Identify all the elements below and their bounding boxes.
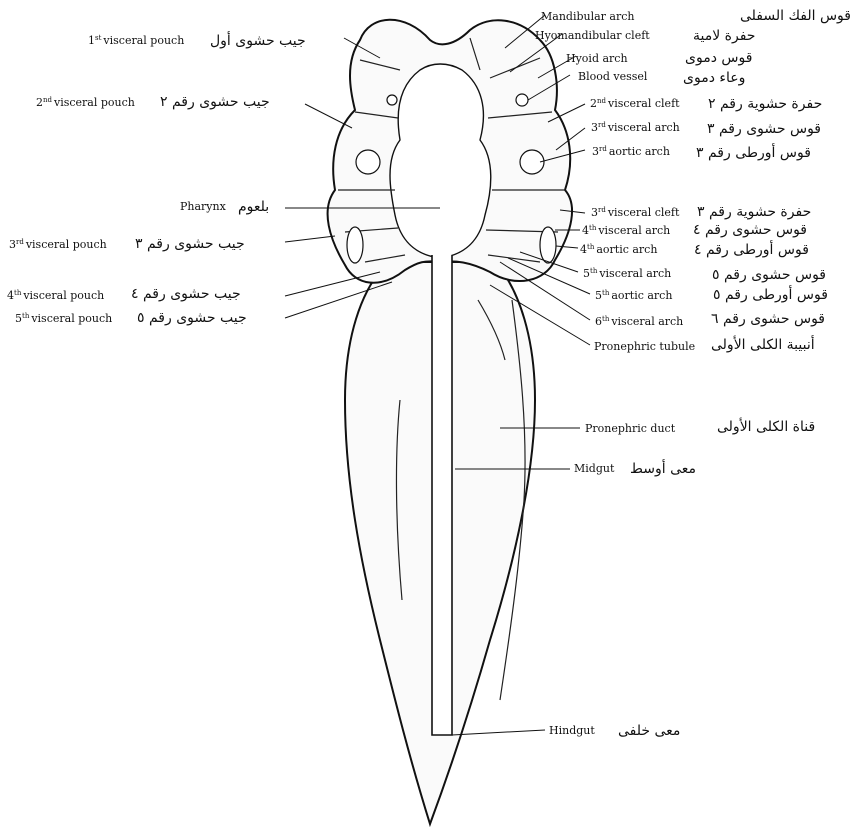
left-blood-vessel-mark [387, 95, 397, 105]
gut-tube [432, 255, 452, 735]
hyomandibular-cleft-ar: حفرة لامية [693, 28, 755, 44]
left-aortic-arch-3 [356, 150, 380, 174]
aortic-arch-5-ar: قوس أورطى رقم ٥ [713, 285, 828, 303]
visceral-pouch-4-ar: جيب حشوى رقم ٤ [131, 286, 241, 302]
pronephric-duct-ar: قناة الكلى الأولى [717, 417, 815, 435]
midgut-en: Midgut [574, 462, 615, 475]
hindgut-ar: معى خلفى [618, 723, 680, 739]
blood-vessel-mark [516, 94, 528, 106]
mandibular-arch-en: Mandibular arch [541, 10, 634, 23]
aortic-arch-4-ar: قوس أورطى رقم ٤ [694, 240, 809, 258]
hindgut-en: Hindgut [549, 724, 595, 737]
visceral-pouch-5-ar: جيب حشوى رقم ٥ [137, 310, 247, 326]
pharynx-ar: بلعوم [238, 199, 269, 215]
hyomandibular-cleft-en: Hyomandibular cleft [535, 29, 650, 42]
visceral-pouch-2-ar: جيب حشوى رقم ٢ [160, 94, 270, 110]
pronephric-tubule-en: Pronephric tubule [594, 340, 695, 353]
hyoid-arch-en: Hyoid arch [566, 52, 628, 65]
blood-vessel-ar: وعاء دموى [683, 70, 745, 86]
visceral-pouch-1-ar: جيب حشوى أول [210, 31, 306, 49]
embryo-body [328, 20, 572, 824]
left-aortic-arch-4 [347, 227, 363, 263]
visceral-pouch-3-ar: جيب حشوى رقم ٣ [135, 236, 245, 252]
visceral-arch-5-ar: قوس حشوى رقم ٥ [712, 267, 826, 283]
aortic-arch-3-ar: قوس أورطى رقم ٣ [696, 143, 811, 161]
pronephric-tubule-ar: أنبيبة الكلى الأولى [711, 335, 815, 353]
blood-vessel-en: Blood vessel [578, 70, 648, 83]
pharynx-en: Pharynx [180, 200, 227, 213]
visceral-arch-4-ar: قوس حشوى رقم ٤ [693, 222, 807, 238]
pronephric-duct-en: Pronephric duct [585, 422, 676, 435]
visceral-cleft-3-ar: حفرة حشوية رقم ٣ [697, 204, 811, 220]
visceral-cleft-2-ar: حفرة حشوية رقم ٢ [708, 96, 822, 112]
mandibular-arch-ar: قوس الفك السفلى [740, 8, 851, 24]
right-aortic-arch-4 [540, 227, 556, 263]
hyoid-arch-ar: قوس دموى [685, 50, 752, 66]
right-labels: Mandibular arch قوس الفك السفلى Hyomandi… [535, 8, 851, 739]
visceral-arch-6-ar: قوس حشوى رقم ٦ [711, 311, 825, 327]
visceral-arch-3-ar: قوس حشوى رقم ٣ [707, 121, 821, 137]
midgut-ar: معى أوسط [630, 459, 696, 477]
pharynx-cavity [390, 64, 491, 258]
